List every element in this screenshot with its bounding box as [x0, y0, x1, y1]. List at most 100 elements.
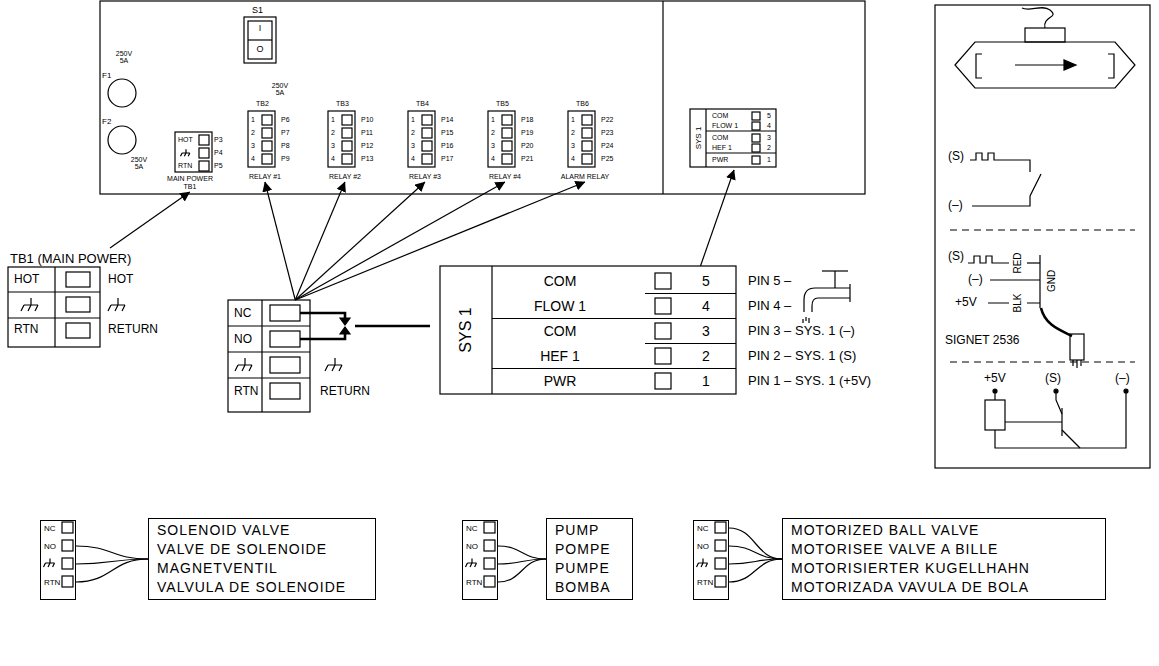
terminal-square	[262, 141, 272, 151]
terminal-label: P16	[441, 142, 453, 149]
circuit-wire	[995, 391, 1126, 448]
terminal-label: NO	[697, 543, 709, 551]
terminal-label: 4	[411, 155, 415, 162]
faucet-body	[849, 284, 850, 302]
sensor-cable	[1041, 308, 1072, 336]
terminal-label: 4	[251, 155, 255, 162]
terminal-square	[752, 112, 760, 120]
sensor-cable	[1022, 8, 1053, 28]
terminal-square	[422, 154, 432, 164]
annotation-label: +5V	[955, 296, 977, 308]
terminal-label: P6	[281, 116, 290, 123]
terminal-label: POMPE	[555, 542, 611, 556]
annotation-label: (S)	[1045, 372, 1061, 384]
terminal-label: NC	[697, 525, 709, 533]
flow-direction-arrow	[1015, 64, 1068, 65]
terminal-square	[199, 161, 209, 171]
terminal-label: 4	[702, 299, 710, 313]
section-divider	[950, 229, 1135, 230]
signet-sensor	[1070, 334, 1084, 360]
annotation-label: 250V 5A	[127, 156, 151, 170]
device-wire	[729, 559, 782, 582]
terminal-label: RTN	[178, 162, 192, 169]
terminal-label: 3	[702, 324, 710, 338]
terminal-square	[342, 128, 352, 138]
device-box: SOLENOID VALVEVALVE DE SOLENOIDEMAGNETVE…	[148, 518, 376, 600]
pulse-signal	[970, 153, 1030, 172]
annotation-label: GND	[1047, 270, 1057, 292]
terminal-label: 5	[767, 112, 771, 119]
terminal-block-outline	[408, 111, 435, 167]
annotation-label: (S)	[948, 150, 964, 162]
terminal-square	[270, 383, 300, 399]
output-terminal-block: NCNORTN	[462, 520, 498, 600]
terminal-label: P11	[361, 129, 373, 136]
terminal-label: NC	[44, 525, 56, 533]
sensor-wire	[1027, 262, 1040, 263]
terminal-square	[62, 576, 73, 587]
terminal-label: 3	[251, 142, 255, 149]
terminal-label: 1	[702, 374, 710, 388]
terminal-label: NC	[234, 307, 251, 319]
terminal-label: RTN	[44, 579, 60, 587]
terminal-label: 1	[571, 116, 575, 123]
terminal-label: HOT	[14, 273, 39, 285]
terminal-label: RELAY #1	[249, 173, 281, 180]
relay-contact-wire	[300, 332, 345, 339]
terminal-block-divider	[261, 300, 262, 412]
reed-switch	[1030, 174, 1041, 196]
relay-detail	[228, 300, 430, 412]
device-box: PUMPPOMPEPUMPEBOMBA	[546, 518, 633, 600]
terminal-label: TB1	[184, 183, 197, 190]
faucet-spout	[812, 298, 850, 312]
terminal-label: 2	[411, 129, 415, 136]
flow-direction-arrow	[1064, 60, 1076, 70]
terminal-label: TB2	[256, 100, 269, 107]
transistor-collector	[1056, 391, 1062, 414]
terminal-label: PWR	[712, 156, 728, 163]
terminal-label: P17	[441, 155, 453, 162]
terminal-repeats	[21, 111, 760, 587]
terminal-block-divider	[706, 130, 776, 131]
terminal-square	[502, 141, 512, 151]
terminal-label: 2	[251, 129, 255, 136]
terminal-label: 4	[571, 155, 575, 162]
ground-symbol	[181, 149, 190, 156]
panel-outline	[100, 1, 865, 194]
relay-contact-wire	[300, 313, 345, 320]
terminal-square	[502, 128, 512, 138]
terminal-label: TB3	[336, 100, 349, 107]
annotation-label: PIN 2 – SYS. 1 (S)	[748, 349, 856, 362]
terminal-block-divider	[645, 293, 736, 294]
relay-terminal-block: TB41234P14P15P16P17RELAY #3	[407, 98, 463, 182]
terminal-label: 3	[331, 142, 335, 149]
terminal-label: TB6	[576, 100, 589, 107]
terminal-label: 4	[767, 122, 771, 129]
pointer-arrow	[265, 182, 295, 300]
output-terminal-block: NCNORTN	[40, 520, 76, 600]
terminal-label: 1	[331, 116, 335, 123]
signet-sensor-tip	[1073, 360, 1081, 368]
terminal-block-divider	[705, 109, 706, 167]
power-switch	[244, 17, 276, 63]
terminal-block-divider	[228, 377, 310, 378]
terminal-label: MOTORIZED BALL VALVE	[791, 523, 979, 537]
tb1-detail	[8, 267, 100, 347]
terminal-label: P5	[214, 162, 223, 169]
terminal-label: 3	[767, 134, 771, 141]
terminal-block-divider	[706, 152, 776, 153]
terminal-label: BOMBA	[555, 580, 611, 594]
ground-symbol	[44, 558, 55, 566]
circuit-wire	[994, 391, 995, 400]
terminal-label: 4	[331, 155, 335, 162]
output-terminal-block: NCNORTN	[693, 520, 729, 600]
terminal-label: SOLENOID VALVE	[157, 523, 290, 537]
terminal-label: HEF 1	[712, 144, 732, 151]
annotation-label: PIN 4 –	[748, 299, 791, 312]
terminal-heading: TB1 (MAIN POWER)	[10, 252, 131, 265]
terminal-label: COM	[712, 134, 728, 141]
terminal-label: TB4	[416, 100, 429, 107]
terminal-label: MOTORIZADA VAVULA DE BOLA	[791, 580, 1029, 594]
